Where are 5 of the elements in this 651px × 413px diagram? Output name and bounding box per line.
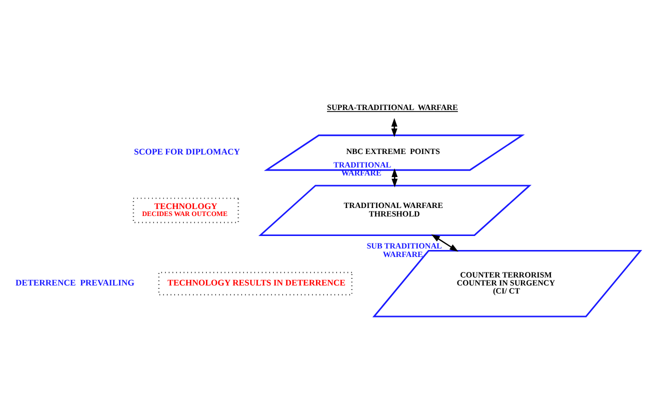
node-box: TECHNOLOGY RESULTS IN DETERRENCE [158,271,352,295]
arrow [391,117,398,137]
arrow [431,234,458,252]
label: SCOPE FOR DIPLOMACY [134,146,240,156]
label: DETERRENCE PREVAILING [16,276,134,287]
